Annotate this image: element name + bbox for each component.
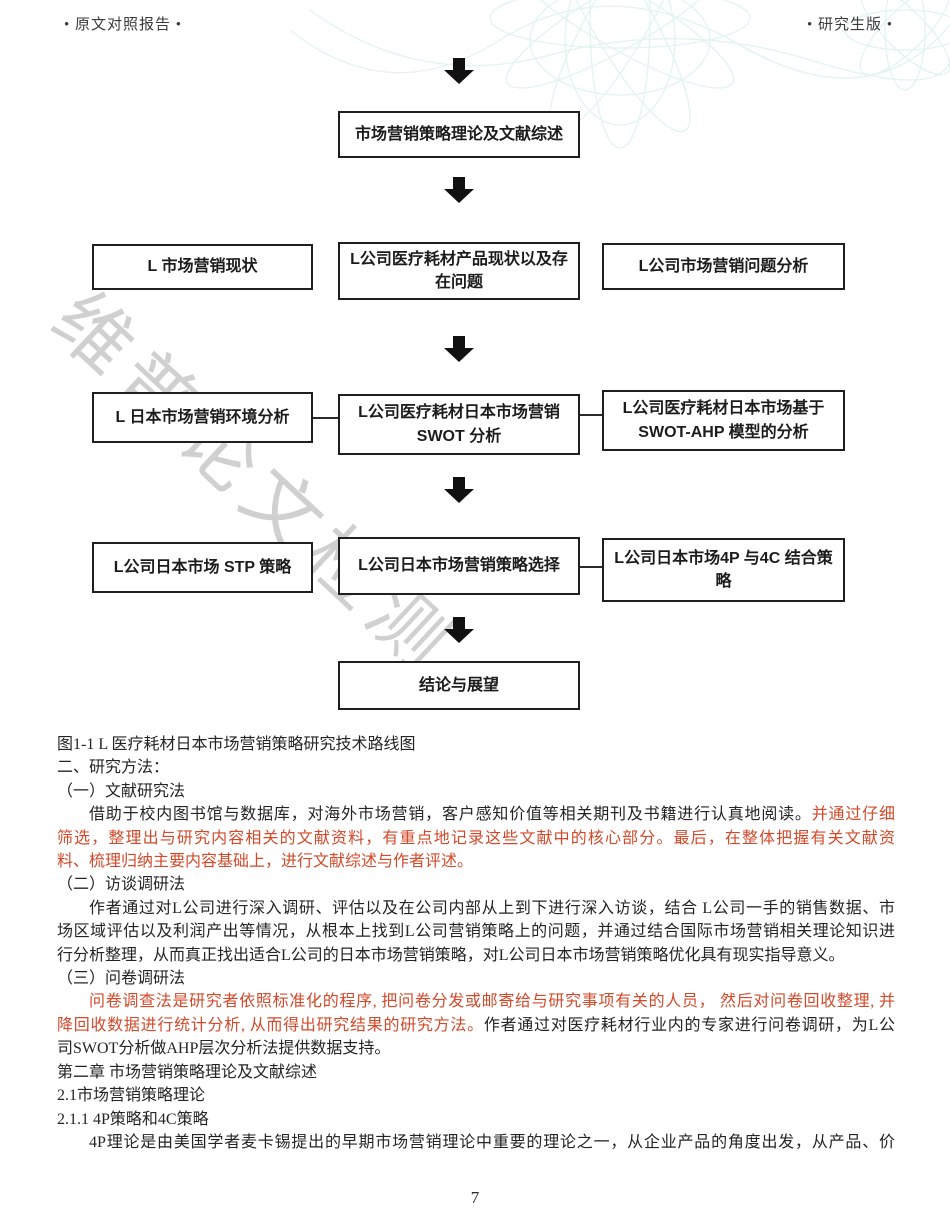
text-segment: （一）文献研究法 [57, 782, 186, 800]
text-segment: 作者通过对L公司进行深入调研、评估以及在公司内部从上到下进行深入访谈，结合 L公… [89, 899, 895, 917]
flow-box-swot-ahp-model: L公司医疗耗材日本市场基于SWOT-AHP 模型的分析 [602, 390, 845, 451]
text-line: 第二章 市场营销策略理论及文献综述 [57, 1061, 895, 1084]
watermark-text: 维普论文检测 [35, 274, 474, 692]
header-edition-label: • 研究生版 • [806, 17, 893, 33]
highlighted-text-segment: 并通过仔细 [811, 806, 895, 824]
connector-line [580, 414, 602, 416]
text-line: 2.1市场营销策略理论 [57, 1084, 895, 1107]
text-line: 料、梳理归纳主要内容基础上，进行文献综述与作者评述。 [57, 850, 895, 873]
flow-box-theory: 市场营销策略理论及文献综述 [338, 111, 580, 158]
text-segment: 4P理论是由美国学者麦卡锡提出的早期市场营销理论中重要的理论之一，从企业产品的角… [89, 1133, 895, 1151]
highlighted-text-segment: 筛选，整理出与研究内容相关的文献资料，有重点地记录这些文献中的核心部分。最后，在… [57, 829, 895, 847]
text-line: 问卷调查法是研究者依照标准化的程序, 把问卷分发或邮寄给与研究事项有关的人员， … [57, 990, 895, 1013]
connector-line [313, 417, 338, 419]
text-segment: （二）访谈调研法 [57, 876, 186, 894]
highlighted-text-segment: 降回收数据进行统计分析, 从而得出研究结果的研究方法。 [57, 1016, 484, 1034]
header-report-type: • 原文对照报告 • [64, 17, 183, 33]
flow-box-swot-analysis: L公司医疗耗材日本市场营销SWOT 分析 [338, 394, 580, 455]
flow-box-environment-analysis: L 日本市场营销环境分析 [92, 392, 313, 443]
research-flowchart: 维普论文检测 市场营销策略理论及文献综述 L 市场营销现状 L公司医疗耗材产品现… [35, 58, 845, 710]
text-line: 筛选，整理出与研究内容相关的文献资料，有重点地记录这些文献中的核心部分。最后，在… [57, 827, 895, 850]
highlighted-text-segment: 料、梳理归纳主要内容基础上，进行文献综述与作者评述。 [57, 853, 474, 871]
down-arrow-icon [444, 58, 474, 84]
text-segment: 作者通过对医疗耗材行业内的专家进行问卷调研，为L公 [483, 1016, 895, 1034]
text-segment: 第二章 市场营销策略理论及文献综述 [57, 1063, 318, 1081]
page-number: 7 [470, 1188, 480, 1207]
flow-box-conclusion: 结论与展望 [338, 661, 580, 710]
text-line: 2.1.1 4P策略和4C策略 [57, 1108, 895, 1131]
text-segment: 2.1市场营销策略理论 [57, 1087, 206, 1105]
text-line: 借助于校内图书馆与数据库，对海外市场营销，客户感知价值等相关期刊及书籍进行认真地… [57, 803, 895, 826]
highlighted-text-segment: 问卷调查法是研究者依照标准化的程序, 把问卷分发或邮寄给与研究事项有关的人员， … [89, 993, 895, 1011]
text-segment: 图1-1 L 医疗耗材日本市场营销策略研究技术路线图 [57, 736, 416, 753]
text-line: 司SWOT分析做AHP层次分析法提供数据支持。 [57, 1037, 895, 1060]
flow-box-problem-analysis: L公司市场营销问题分析 [602, 243, 845, 290]
text-line: 作者通过对L公司进行深入调研、评估以及在公司内部从上到下进行深入访谈，结合 L公… [57, 897, 895, 920]
flow-box-product-status: L公司医疗耗材产品现状以及存在问题 [338, 242, 580, 300]
text-segment: 行分析整理，从而真正找出适合L公司的日本市场营销策略，对L公司日本市场营销策略优… [57, 946, 845, 964]
body-text: 图1-1 L 医疗耗材日本市场营销策略研究技术路线图二、研究方法： （一）文献研究… [57, 733, 895, 1154]
text-line: 降回收数据进行统计分析, 从而得出研究结果的研究方法。作者通过对医疗耗材行业内的… [57, 1014, 895, 1037]
flow-box-marketing-status: L 市场营销现状 [92, 244, 313, 290]
text-segment: 场区域评估以及利润产出等情况，从根本上找到L公司营销策略上的问题，并通过结合国际… [57, 923, 895, 941]
flow-box-stp-strategy: L公司日本市场 STP 策略 [92, 542, 313, 593]
text-line: （三）问卷调研法 [57, 967, 895, 990]
down-arrow-icon [444, 336, 474, 362]
flow-box-4p-4c-strategy: L公司日本市场4P 与4C 结合策略 [602, 538, 845, 602]
connector-line [580, 566, 602, 568]
text-line: （一）文献研究法 [57, 780, 895, 803]
text-segment: 借助于校内图书馆与数据库，对海外市场营销，客户感知价值等相关期刊及书籍进行认真地… [89, 806, 812, 824]
text-segment: （三）问卷调研法 [57, 970, 186, 988]
text-segment: 2.1.1 4P策略和4C策略 [57, 1110, 209, 1128]
text-line: 图1-1 L 医疗耗材日本市场营销策略研究技术路线图 [57, 733, 895, 756]
down-arrow-icon [444, 177, 474, 203]
text-line: 二、研究方法： [57, 756, 895, 779]
down-arrow-icon [444, 477, 474, 503]
text-segment: 二、研究方法： [57, 759, 170, 777]
text-line: 行分析整理，从而真正找出适合L公司的日本市场营销策略，对L公司日本市场营销策略优… [57, 944, 895, 967]
flow-box-strategy-choice: L公司日本市场营销策略选择 [338, 537, 580, 595]
text-line: （二）访谈调研法 [57, 873, 895, 896]
text-line: 4P理论是由美国学者麦卡锡提出的早期市场营销理论中重要的理论之一，从企业产品的角… [57, 1131, 895, 1154]
text-segment: 司SWOT分析做AHP层次分析法提供数据支持。 [57, 1040, 391, 1058]
down-arrow-icon [444, 617, 474, 643]
text-line: 场区域评估以及利润产出等情况，从根本上找到L公司营销策略上的问题，并通过结合国际… [57, 920, 895, 943]
